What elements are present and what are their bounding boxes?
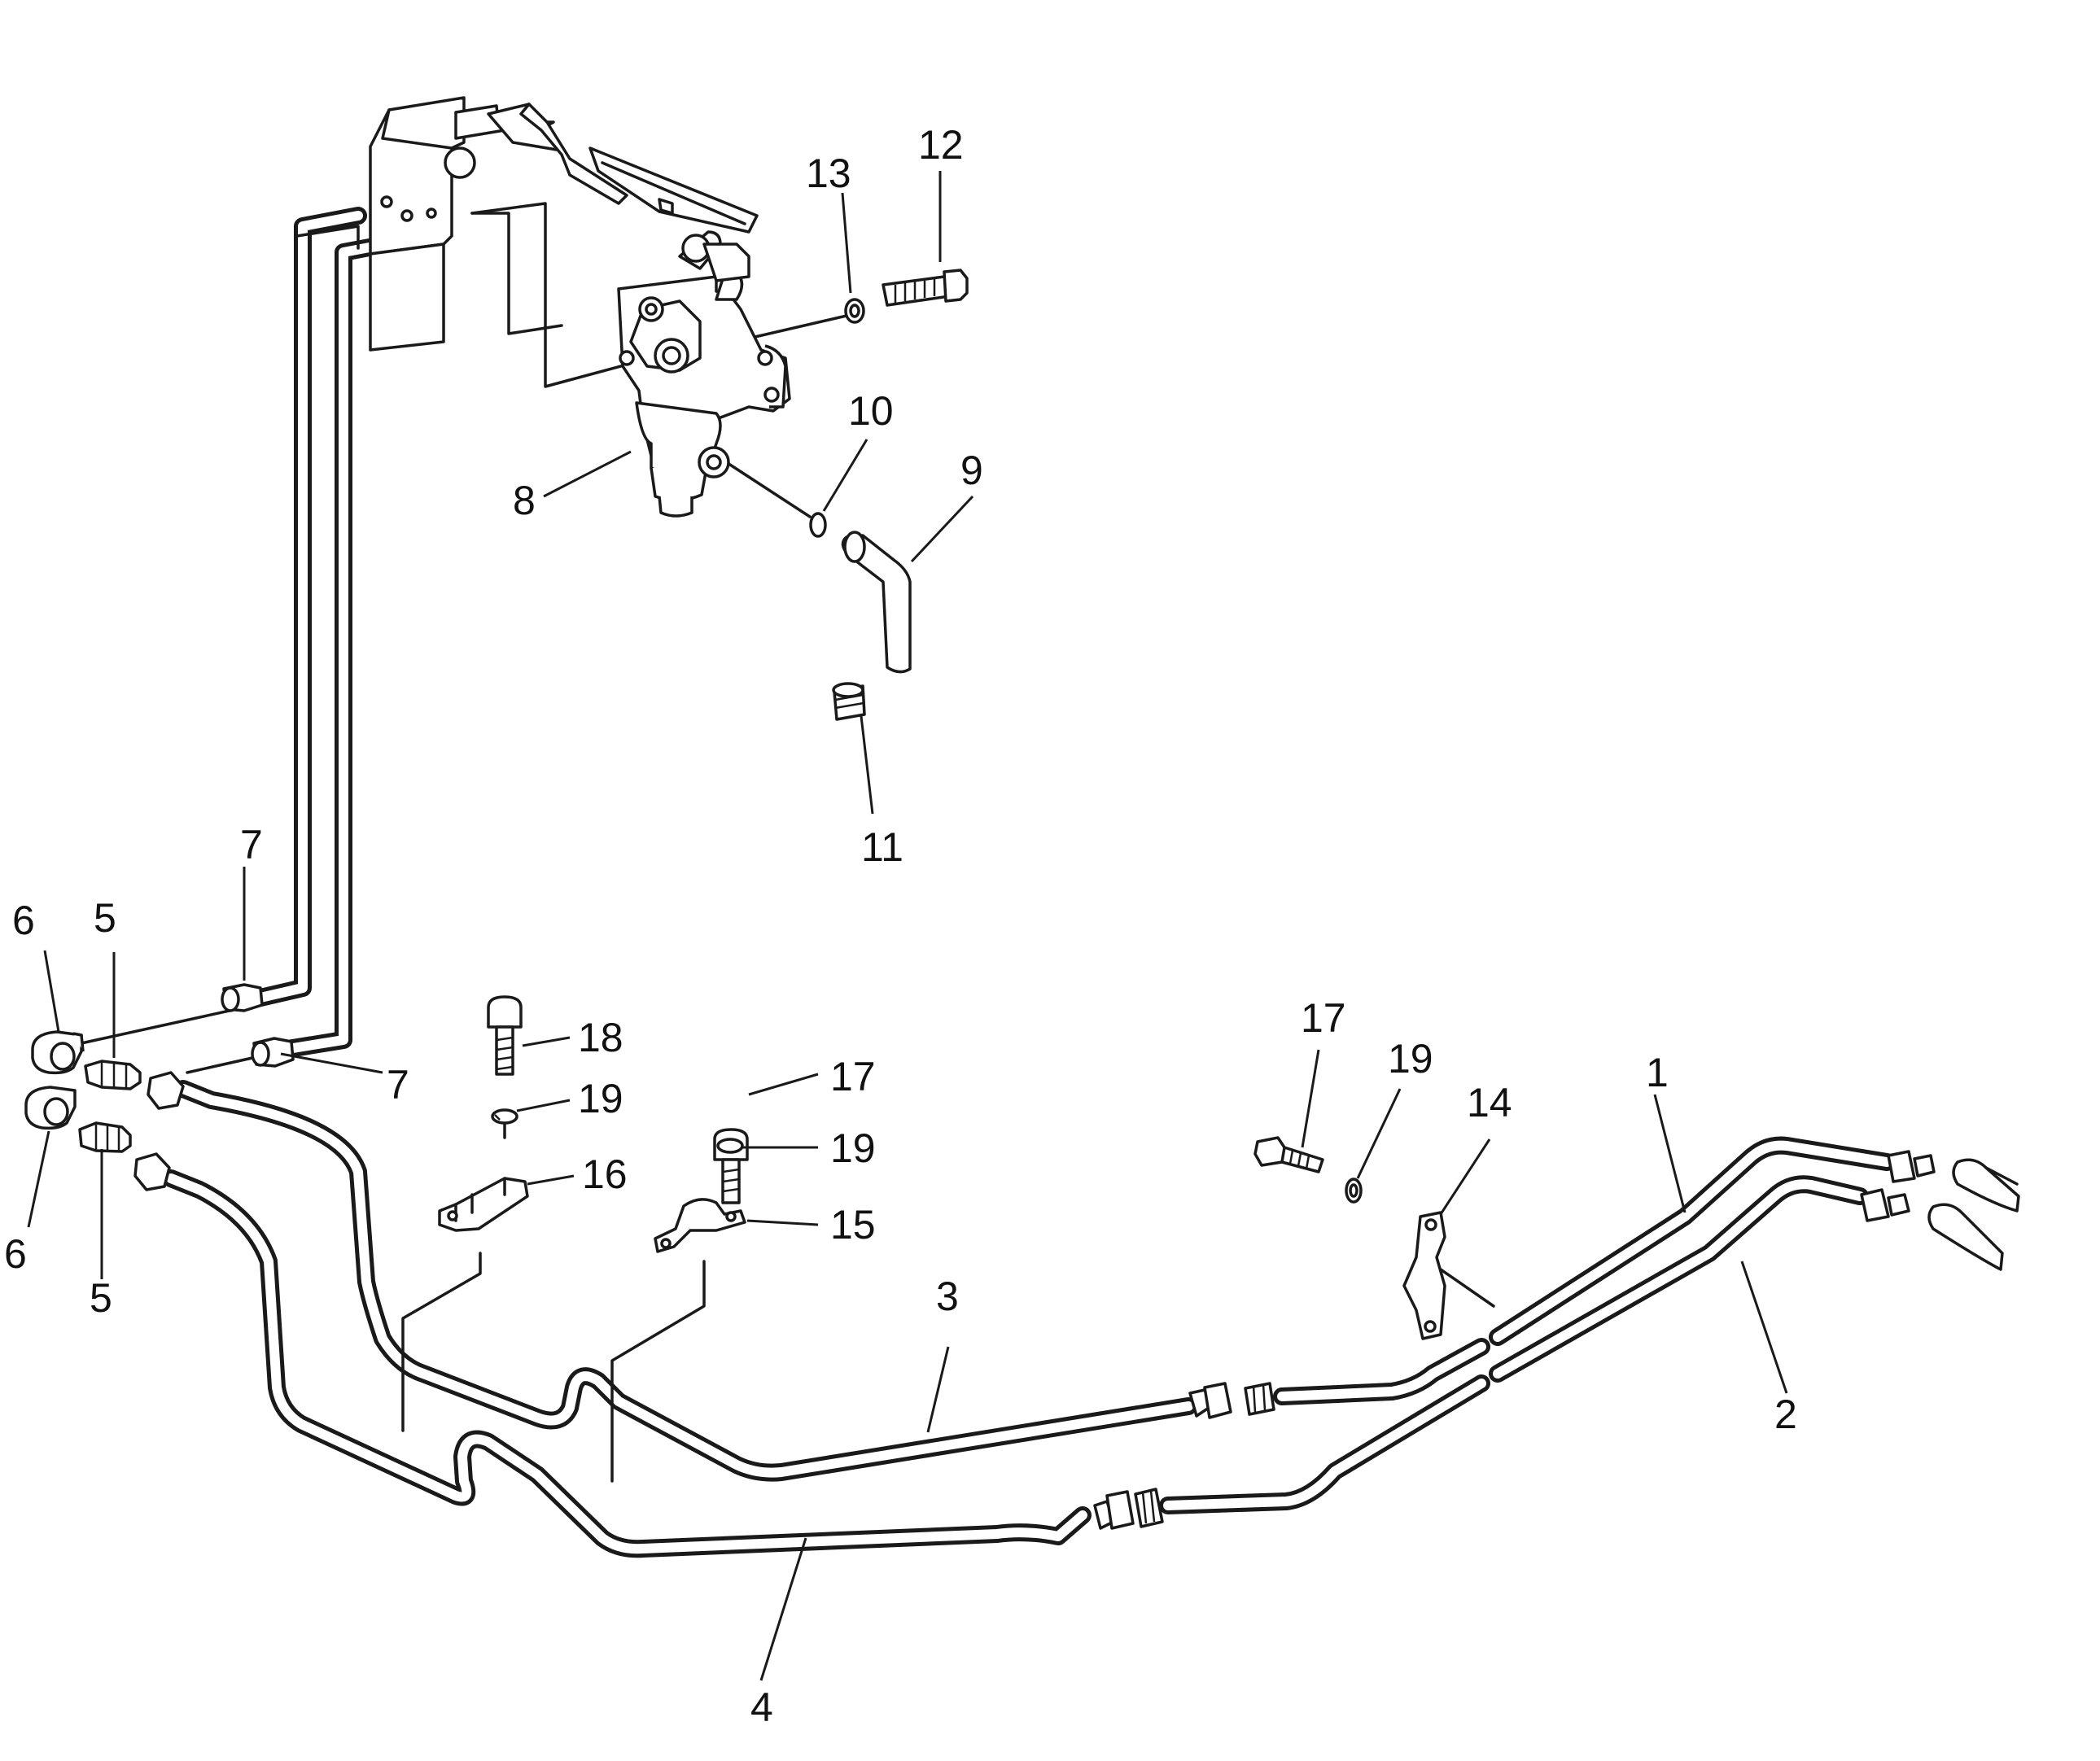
callout-11: 11 (861, 824, 903, 870)
elbow-6-lower (24, 1086, 77, 1130)
callout-19-b: 19 (830, 1125, 876, 1171)
callout-1: 1 (1646, 1050, 1669, 1095)
vertical-tubes (252, 207, 396, 1060)
callout-3: 3 (936, 1274, 959, 1319)
callout-7-upper: 7 (240, 822, 263, 867)
nut-tube-4-joint (1093, 1488, 1164, 1530)
tube-1 (1489, 1136, 1896, 1346)
washer-19-a (491, 1108, 518, 1125)
callout-19-c: 19 (1388, 1036, 1433, 1082)
plug-7-upper (221, 983, 264, 1012)
bolt-18 (487, 995, 523, 1076)
plug-7-lower (251, 1037, 295, 1068)
callout-12: 12 (918, 122, 964, 168)
pedal-bracket (369, 96, 563, 352)
washer-19-c (1345, 1178, 1363, 1204)
callout-2: 2 (1774, 1392, 1797, 1437)
callout-6-upper: 6 (12, 898, 35, 943)
tube-nuts-left (133, 1071, 185, 1191)
callout-15: 15 (830, 1202, 876, 1248)
tube-4 (162, 1169, 1490, 1558)
bolt-17-b (1253, 1136, 1324, 1173)
callout-17-b: 17 (1301, 995, 1346, 1041)
adapter-5-lower (78, 1121, 132, 1153)
callout-9: 9 (960, 448, 983, 493)
nut-tube-2-end (1860, 1188, 1910, 1222)
callout-4: 4 (750, 1685, 773, 1730)
pedal-arm (519, 103, 759, 234)
callout-7-lower: 7 (387, 1062, 409, 1108)
callout-19-a: 19 (578, 1076, 623, 1121)
callout-18: 18 (578, 1015, 623, 1060)
callout-16: 16 (582, 1151, 628, 1197)
clamp-14 (1402, 1211, 1446, 1340)
nut-tube-3-joint (1188, 1382, 1275, 1419)
tube-end-sleeves (1927, 1158, 2020, 1271)
callout-6-lower: 6 (4, 1231, 27, 1277)
nut-tube-1-end (1887, 1150, 1936, 1183)
callout-10: 10 (848, 388, 894, 434)
clamp-16 (438, 1177, 529, 1232)
leader-lines (27, 171, 1788, 1681)
adapter-5-upper (84, 1060, 142, 1090)
washer-13 (844, 298, 865, 324)
tube-2 (1489, 1175, 1869, 1383)
bolt-12 (882, 269, 969, 307)
callout-5-upper: 5 (94, 895, 116, 941)
elbow-hose-9 (841, 531, 912, 674)
callout-17-a: 17 (830, 1054, 876, 1099)
callout-14: 14 (1467, 1080, 1512, 1125)
brake-valve (617, 230, 791, 518)
callout-13: 13 (806, 151, 851, 196)
tube-3 (174, 1080, 1490, 1482)
elbow-6-upper (31, 1030, 85, 1075)
callout-5-lower: 5 (90, 1275, 112, 1321)
callout-8: 8 (513, 478, 536, 523)
washer-19-b (716, 1138, 744, 1154)
o-ring-10 (809, 512, 827, 538)
callout-labels: 12 13 10 9 8 11 7 7 6 6 5 5 18 19 16 17 … (4, 122, 1797, 1730)
cap-11 (832, 682, 866, 721)
clamp-15 (654, 1198, 746, 1253)
